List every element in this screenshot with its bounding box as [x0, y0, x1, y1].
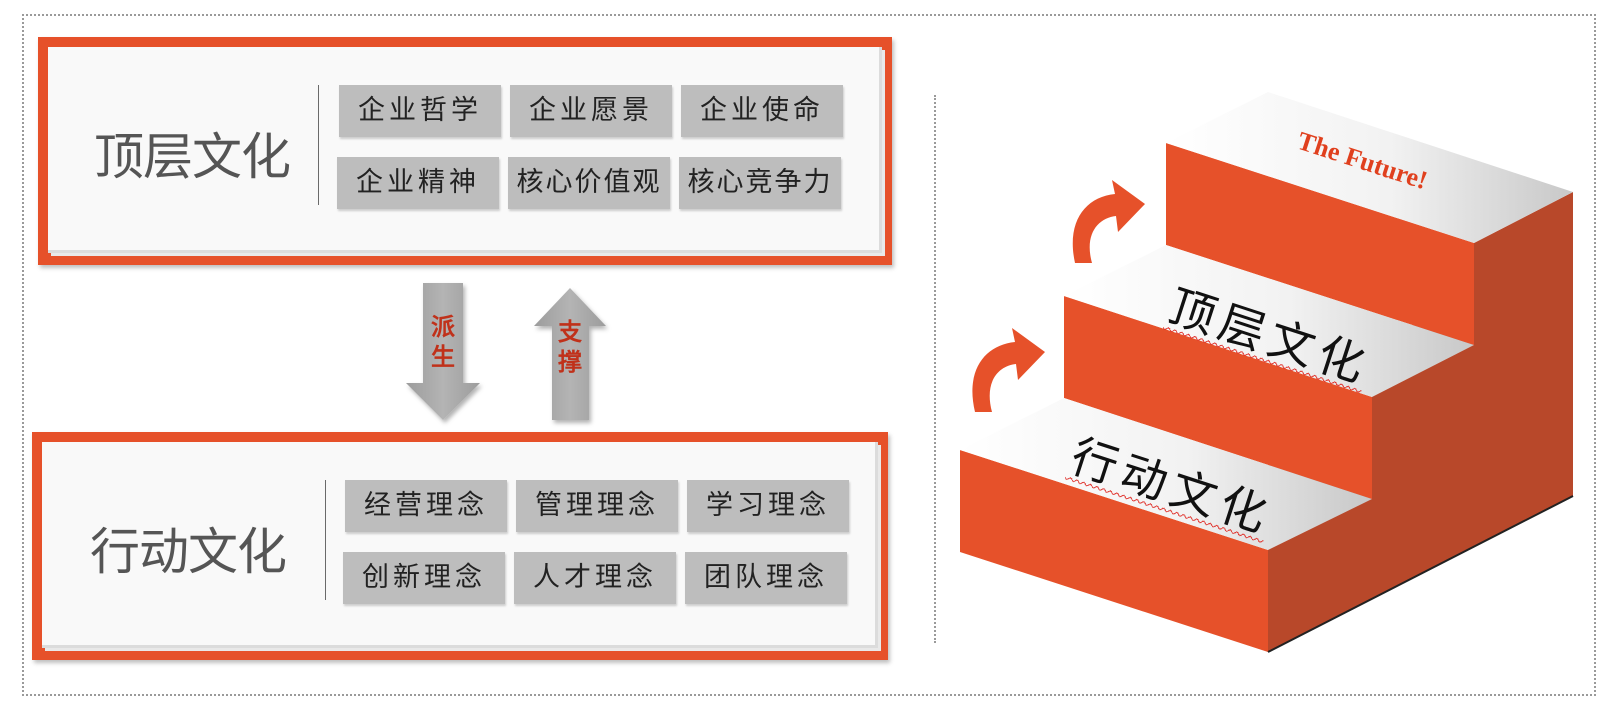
support-label-char-2: 撑 — [558, 347, 582, 376]
top-culture-panel-inner: 顶层文化 企业哲学 企业愿景 企业使命 企业精神 核心价值观 核心竞争力 — [48, 47, 882, 253]
vertical-divider — [934, 95, 936, 643]
top-tag-2: 企业愿景 — [510, 85, 672, 137]
bottom-tag-4: 创新理念 — [343, 552, 505, 604]
stair-tread-middle — [1064, 245, 1474, 397]
top-tag-5: 核心价值观 — [508, 157, 670, 209]
derive-label-char-2: 生 — [431, 342, 455, 371]
top-panel-separator — [318, 85, 319, 205]
action-culture-panel: 行动文化 经营理念 管理理念 学习理念 创新理念 人才理念 团队理念 — [32, 432, 888, 660]
derive-label-char-1: 派 — [431, 312, 455, 341]
bottom-tag-3: 学习理念 — [687, 480, 849, 532]
action-culture-title: 行动文化 — [90, 523, 287, 581]
action-culture-panel-inner: 行动文化 经营理念 管理理念 学习理念 创新理念 人才理念 团队理念 — [42, 442, 878, 648]
bottom-tag-5: 人才理念 — [514, 552, 676, 604]
top-tag-6: 核心竞争力 — [679, 157, 841, 209]
top-tag-3: 企业使命 — [681, 85, 843, 137]
stair-right-side — [1268, 192, 1573, 652]
top-culture-panel: 顶层文化 企业哲学 企业愿景 企业使命 企业精神 核心价值观 核心竞争力 — [38, 37, 892, 265]
curved-arrow-upper — [1072, 180, 1145, 263]
bottom-tag-1: 经营理念 — [345, 480, 507, 532]
stair-riser-bottom — [960, 450, 1268, 652]
outer-frame — [22, 14, 1596, 696]
derive-down-arrow — [406, 283, 480, 420]
stair-base-line — [1267, 495, 1574, 653]
support-label-char-1: 支 — [558, 317, 582, 346]
stair-riser-middle — [1064, 296, 1372, 499]
curved-arrow-lower — [972, 328, 1045, 412]
stair-riser-top — [1166, 143, 1474, 345]
bottom-panel-separator — [325, 480, 326, 600]
bottom-tag-6: 团队理念 — [685, 552, 847, 604]
bottom-tag-2: 管理理念 — [516, 480, 678, 532]
support-up-arrow — [534, 288, 606, 420]
stair-tread-top — [1166, 92, 1573, 243]
top-culture-title: 顶层文化 — [94, 128, 291, 186]
stair-tread-bottom — [960, 398, 1372, 550]
top-tag-1: 企业哲学 — [339, 85, 501, 137]
top-tag-4: 企业精神 — [337, 157, 499, 209]
